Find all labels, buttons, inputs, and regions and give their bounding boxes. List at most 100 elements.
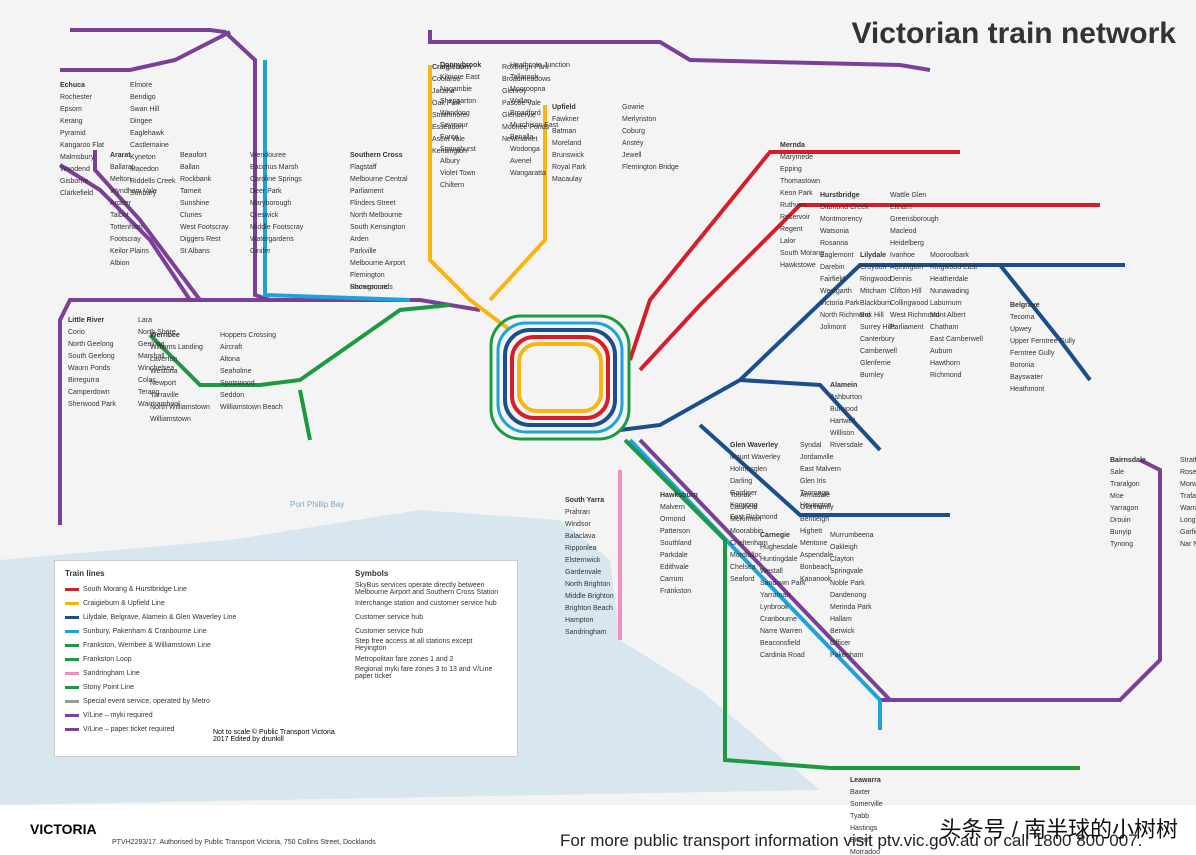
station-label: North Williamstown bbox=[150, 404, 210, 411]
station-label: Wandong bbox=[440, 110, 470, 117]
legend-line-item: Frankston Loop bbox=[65, 652, 236, 666]
station-label: Laverton bbox=[150, 356, 178, 363]
legend-line-label: Craigieburn & Upfield Line bbox=[83, 599, 165, 607]
station-label: Heyington bbox=[800, 502, 832, 509]
station-label: Drouin bbox=[1110, 517, 1131, 524]
station-label: Beaconsfield bbox=[760, 640, 801, 647]
station-label: Coburg bbox=[622, 128, 645, 135]
station-label: Kerang bbox=[60, 118, 83, 125]
station-label: Brighton Beach bbox=[565, 605, 613, 612]
station-label: Camberwell bbox=[860, 348, 897, 355]
station-label: East Richmond bbox=[730, 514, 778, 521]
station-label: Belgrave bbox=[1010, 302, 1040, 309]
station-label: Macleod bbox=[890, 228, 917, 235]
station-label: Holmesglen bbox=[730, 466, 767, 473]
station-label: Lynbrook bbox=[760, 604, 789, 611]
station-label: Williamstown Beach bbox=[220, 404, 283, 411]
legend-line-item: Lilydale, Belgrave, Alamein & Glen Waver… bbox=[65, 610, 236, 624]
station-label: Oak Park bbox=[432, 100, 462, 107]
station-label: Ascot Vale bbox=[432, 136, 465, 143]
station-label: Hastings bbox=[850, 825, 878, 832]
legend-symbol-item: Step free access at all stations except … bbox=[355, 638, 473, 652]
station-label: Clunes bbox=[180, 212, 202, 219]
station-label: Ashburton bbox=[830, 394, 862, 401]
station-label: Aircraft bbox=[220, 344, 243, 351]
station-label: Avenel bbox=[510, 158, 532, 165]
legend-swatch bbox=[65, 671, 79, 675]
station-label: Echuca bbox=[60, 82, 85, 89]
legend-swatch bbox=[65, 587, 79, 591]
station-label: Footscray bbox=[110, 236, 141, 243]
legend-swatch bbox=[65, 601, 79, 605]
station-label: Mont Albert bbox=[930, 312, 966, 319]
legend-line-label: Frankston Loop bbox=[83, 655, 132, 663]
station-label: North Brighton bbox=[565, 581, 611, 588]
station-label: Hoppers Crossing bbox=[220, 332, 277, 339]
legend-line-label: Stony Point Line bbox=[83, 683, 134, 691]
footer: VICTORIA PTVH2293/17. Authorised by Publ… bbox=[0, 805, 1196, 855]
station-label: Laburnum bbox=[930, 300, 962, 307]
port-phillip-bay-label: Port Phillip Bay bbox=[290, 500, 345, 509]
station-label: Kensington bbox=[432, 148, 468, 155]
station-label: Frankston bbox=[660, 588, 692, 595]
station-label: Creswick bbox=[250, 212, 279, 219]
station-label: Bendigo bbox=[130, 94, 156, 101]
station-label: Jordanville bbox=[800, 454, 834, 461]
legend-line-label: V/Line – paper ticket required bbox=[83, 725, 175, 733]
station-label: Rochester bbox=[60, 94, 92, 101]
footer-authorisation: PTVH2293/17. Authorised by Public Transp… bbox=[112, 839, 376, 846]
station-label: Ormond bbox=[660, 516, 686, 523]
station-label: Glenferrie bbox=[860, 360, 891, 367]
station-label: Ruthven bbox=[780, 202, 807, 209]
station-label: Parliament bbox=[350, 188, 384, 195]
station-label: Bacchus Marsh bbox=[250, 164, 299, 171]
station-label: Flemington Racecourse bbox=[350, 272, 388, 291]
station-label: Pakenham bbox=[830, 652, 864, 659]
station-label: Seddon bbox=[220, 392, 245, 399]
station-label: Terang bbox=[138, 389, 160, 396]
station-label: Kangaroo Flat bbox=[60, 142, 104, 149]
station-label: Pyramid bbox=[60, 130, 86, 137]
station-label: Violet Town bbox=[440, 170, 476, 177]
station-label: Watergardens bbox=[250, 236, 294, 243]
williamstown-line bbox=[298, 389, 312, 441]
station-label: Murchison East bbox=[510, 122, 559, 129]
station-label: Auburn bbox=[930, 348, 953, 355]
station-label: Brunswick bbox=[552, 152, 584, 159]
city-loop-outer bbox=[503, 328, 617, 427]
station-label: Berwick bbox=[830, 628, 855, 635]
legend-notes: Not to scale © Public Transport Victoria… bbox=[213, 729, 335, 743]
station-label: Glen Iris bbox=[800, 478, 827, 485]
station-label: Yarragon bbox=[1110, 505, 1139, 512]
station-label: Mentone bbox=[800, 540, 828, 547]
station-label: Ringwood East bbox=[930, 264, 978, 271]
station-label: Dingee bbox=[130, 118, 153, 125]
station-label: Riversdale bbox=[830, 442, 864, 449]
station-label: Bairnsdale bbox=[1110, 457, 1146, 464]
legend-line-label: Sandringham Line bbox=[83, 669, 140, 677]
station-label: Stratford bbox=[1180, 457, 1196, 464]
sunbury-line bbox=[263, 60, 411, 302]
vline-gippsland bbox=[880, 458, 1162, 702]
legend-line-label: Special event service, operated by Metro bbox=[83, 697, 210, 705]
legend-train-lines: Train lines South Morang & Hurstbridge L… bbox=[65, 569, 236, 736]
legend-swatch bbox=[65, 713, 79, 717]
station-label: Collingwood bbox=[890, 300, 929, 307]
station-label: Flemington Bridge bbox=[622, 164, 679, 171]
legend-swatch bbox=[65, 727, 79, 731]
legend-line-label: Lilydale, Belgrave, Alamein & Glen Waver… bbox=[83, 613, 237, 621]
station-label: Dennis bbox=[890, 276, 912, 283]
station-label: Longwarry bbox=[1180, 517, 1196, 524]
station-label: Traralgon bbox=[1110, 481, 1140, 488]
station-label: Upfield bbox=[552, 104, 576, 111]
station-label: Carrum bbox=[660, 576, 684, 583]
station-label: Middle Brighton bbox=[565, 593, 614, 600]
station-label: North Shore bbox=[138, 329, 176, 336]
